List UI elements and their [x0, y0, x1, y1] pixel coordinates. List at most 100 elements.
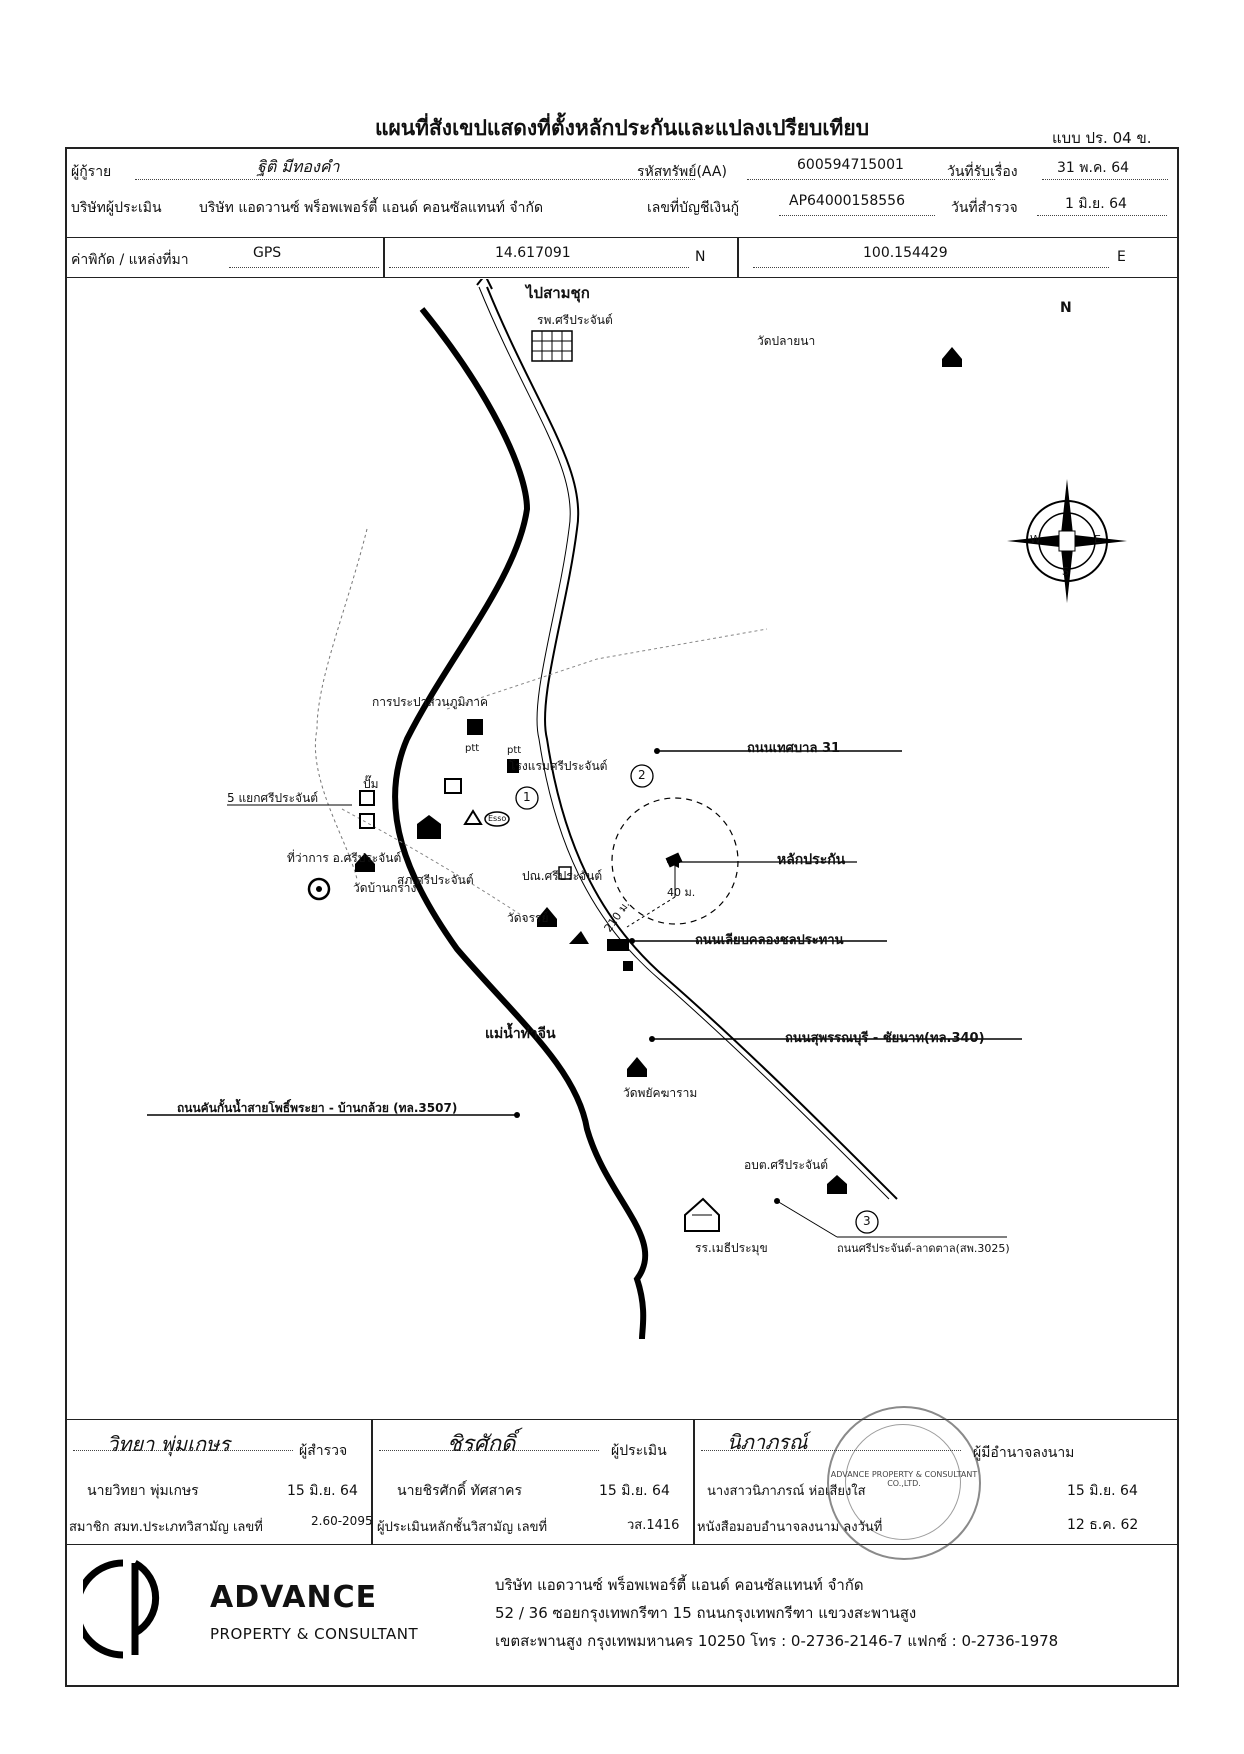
hotel-icon — [507, 759, 519, 773]
account-label: เลขที่บัญชีเงินกู้ — [647, 200, 740, 216]
distance-line — [626, 896, 676, 928]
label-tambon-office: อบต.ศรีประจันต์ — [744, 1158, 829, 1172]
label-esso: Esso — [488, 814, 507, 823]
signer-role: ผู้มีอำนาจลงนาม — [973, 1445, 1075, 1461]
label-road-3507: ถนนคันกั้นน้ำสายโพธิ์พระยา - บ้านกล้วย (… — [177, 1101, 458, 1115]
inspector-member-no: 2.60-2095 — [311, 1514, 373, 1528]
borrower-label: ผู้กู้ราย — [71, 164, 112, 180]
coord-source: GPS — [253, 245, 282, 261]
label-wat-charoen: วัดจรรย์ — [507, 911, 549, 925]
received-line — [1042, 161, 1168, 180]
page-title: แผนที่สังเขปแสดงที่ตั้งหลักประกันและแปลง… — [374, 116, 870, 140]
label-hotel: โรงแรมศรีประจันต์ — [509, 759, 608, 773]
survey-value: 1 มิ.ย. 64 — [1065, 196, 1127, 212]
main-road-line-1 — [486, 286, 898, 1200]
triangle-landmark-icon — [569, 931, 589, 944]
compass-s: S — [1062, 565, 1069, 578]
dotted-road-1 — [315, 528, 368, 880]
atm-icon — [444, 778, 462, 794]
appraiser-sig-line — [379, 1450, 599, 1451]
map-drawing — [147, 279, 1127, 1340]
document-frame: ผู้กู้ราย ฐิติ มีทองคำ รหัสทรัพย์(AA) 60… — [65, 147, 1179, 1687]
signer-sig-line — [701, 1450, 961, 1451]
temple-icon-plainna — [942, 347, 962, 367]
location-map: ไปสามชุก รพ.ศรีประจันต์ วัดปลายนา N S W … — [67, 279, 1177, 1437]
label-wat-bannkrang: วัดบ้านกร่าง — [353, 881, 417, 895]
label-wat-phayatiaram: วัดพยัคฆาราม — [623, 1086, 698, 1100]
north-arrow-head — [476, 279, 493, 290]
asset-code-label: รหัสทรัพย์(AA) — [637, 164, 727, 180]
coord-source-line — [229, 249, 379, 268]
info-block: ผู้กู้ราย ฐิติ มีทองคำ รหัสทรัพย์(AA) 60… — [67, 149, 1177, 238]
borrower-value: ฐิติ มีทองคำ — [257, 157, 340, 176]
logo-subtitle: PROPERTY & CONSULTANT — [210, 1625, 419, 1643]
company-logo — [73, 1555, 183, 1665]
label-police: สภ.ศรีประจันต์ — [397, 873, 474, 887]
temple-icon-bannkrang — [355, 853, 375, 872]
collateral-marker — [665, 852, 683, 868]
appraiser-license-label: ผู้ประเมินหลักชั้นวิสามัญ เลขที่ — [377, 1520, 548, 1535]
appraiser-value: บริษัท แอดวานซ์ พร็อพเพอร์ตี้ แอนด์ คอนซ… — [199, 200, 544, 216]
asset-code-value: 600594715001 — [797, 157, 904, 173]
compass-icon — [1007, 479, 1127, 603]
received-label: วันที่รับเรื่อง — [947, 164, 1018, 180]
lon-value: 100.154429 — [863, 245, 948, 261]
signer-letter-label: หนังสือมอบอำนาจลงนาม ลงวันที่ — [697, 1520, 883, 1535]
lon-suffix: E — [1117, 249, 1126, 265]
account-line — [779, 197, 935, 216]
logo-arc-left — [73, 1559, 124, 1659]
point-2-circle — [630, 764, 654, 788]
appraiser-date: 15 มิ.ย. 64 — [599, 1483, 670, 1499]
appraiser-signature: ชิรศักดิ์ — [447, 1432, 516, 1457]
collateral-radius-circle — [611, 797, 739, 925]
stamp-text: ADVANCE PROPERTY & CONSULTANT CO.,LTD. — [830, 1470, 978, 1488]
inspector-date: 15 มิ.ย. 64 — [287, 1483, 358, 1499]
logo-arc-right — [133, 1559, 160, 1637]
point-2-label: 2 — [638, 768, 646, 782]
label-hospital: รพ.ศรีประจันต์ — [537, 313, 613, 327]
signer-letter-date: 12 ธ.ค. 62 — [1067, 1517, 1139, 1533]
label-ptt: ptt — [465, 743, 480, 754]
dotted-road-3 — [341, 808, 528, 920]
pump-icon — [359, 790, 375, 806]
appraiser-label: บริษัทผู้ประเมิน — [71, 200, 162, 216]
lat-value: 14.617091 — [495, 245, 571, 261]
appraiser-name: นายชิรศักดิ์ ทัศสาคร — [397, 1483, 522, 1499]
post-office-icon — [558, 866, 572, 880]
river-line — [392, 307, 649, 1340]
sig-divider-2 — [693, 1420, 695, 1544]
clock-icon — [307, 877, 331, 901]
esso-icon — [484, 811, 510, 827]
signer-name: นางสาวนิภาภรณ์ ห่อเสียงใส — [707, 1484, 866, 1499]
inspector-role: ผู้สำรวจ — [299, 1443, 348, 1459]
inspector-sig-line — [73, 1450, 293, 1451]
label-radius: 40 ม. — [667, 886, 696, 899]
point-1-circle — [515, 786, 539, 810]
compass-w: W — [1030, 533, 1041, 546]
lon-line — [753, 249, 1109, 268]
dot-road340 — [649, 1036, 655, 1042]
inspector-name: นายวิทยา พุ่มเกษร — [87, 1483, 199, 1499]
logo-name: ADVANCE — [210, 1580, 378, 1615]
compass-e: E — [1094, 533, 1101, 546]
signer-signature: นิภาภรณ์ — [727, 1430, 808, 1454]
signature-block: วิทยา พุ่มเกษร ผู้สำรวจ นายวิทยา พุ่มเกษ… — [67, 1406, 1177, 1560]
label-post: ปณ.ศรีประจันต์ — [522, 869, 603, 883]
label-pump: ปั๊ม — [363, 777, 379, 791]
dot-canal — [629, 938, 635, 944]
label-to-samchuk: ไปสามชุก — [526, 284, 590, 302]
appraiser-license-no: วส.1416 — [627, 1518, 680, 1533]
coord-label: ค่าพิกัด / แหล่งที่มา — [71, 252, 189, 268]
account-value: AP64000158556 — [789, 193, 905, 209]
survey-line — [1037, 197, 1167, 216]
police-icon — [417, 815, 441, 839]
signer-date: 15 มิ.ย. 64 — [1067, 1483, 1138, 1499]
form-code: แบบ ปร. 04 ข. — [1052, 129, 1152, 147]
footer-address-1: 52 / 36 ซอยกรุงเทพกรีฑา 15 ถนนกรุงเทพกรี… — [495, 1604, 917, 1622]
school-icon — [684, 1197, 720, 1232]
lat-suffix: N — [695, 249, 706, 265]
bridge-icon — [607, 939, 633, 971]
label-river: แม่น้ำท่าจีน — [485, 1026, 556, 1042]
dotted-road-2 — [446, 628, 768, 710]
label-water-works: การประปาส่วนภูมิภาค — [372, 695, 489, 709]
